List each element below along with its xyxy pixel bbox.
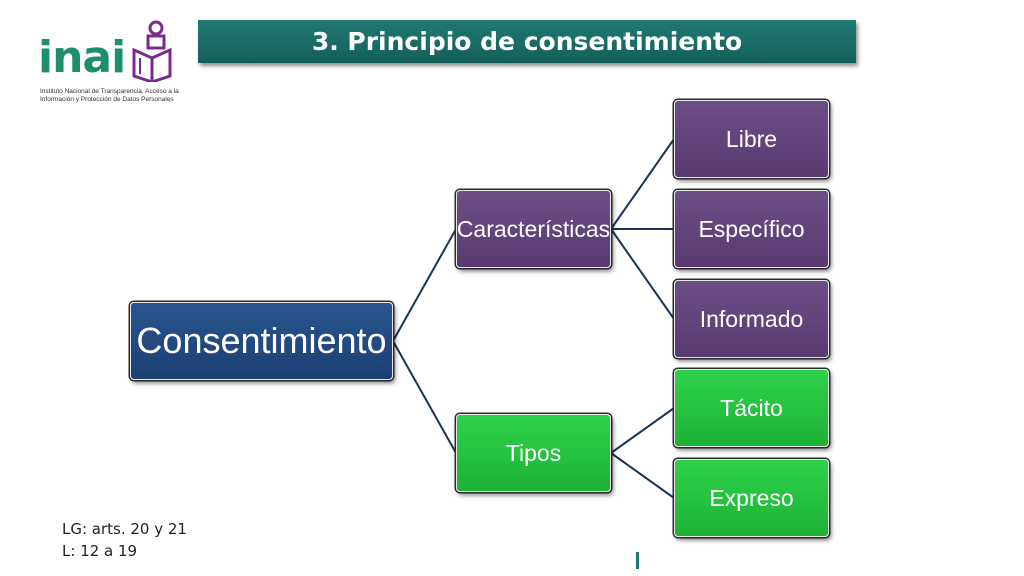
node-libre-label: Libre (725, 125, 778, 152)
node-tipos-label: Tipos (505, 439, 562, 466)
book-person-icon (132, 20, 172, 82)
page-title: 3. Principio de consentimiento (311, 27, 743, 56)
node-caracteristicas-label: Características (456, 215, 611, 242)
connector-root-tipos (392, 340, 457, 454)
connector-caracteristicas-libre (610, 138, 675, 230)
connector-tipos-tacito (610, 407, 675, 454)
legal-reference-l: L: 12 a 19 (62, 542, 138, 560)
connector-tipos-expreso (610, 452, 675, 499)
node-tacito: Tácito (674, 369, 829, 447)
node-informado: Informado (674, 280, 829, 358)
logo-wordmark: inai (38, 32, 126, 83)
connector-root-caracteristicas (392, 228, 457, 342)
legal-references: LG: arts. 20 y 21 L: 12 a 19 (62, 518, 187, 562)
node-informado-label: Informado (699, 305, 804, 332)
legal-reference-lg: LG: arts. 20 y 21 (62, 520, 187, 538)
node-tacito-label: Tácito (720, 394, 783, 421)
inai-logo: inai Instituto Nacional de Transparencia… (38, 20, 188, 110)
node-libre: Libre (674, 100, 829, 178)
title-bar: 3. Principio de consentimiento (198, 20, 856, 63)
connector-caracteristicas-informado (610, 228, 675, 320)
logo-caption-line1: Instituto Nacional de Transparencia, Acc… (40, 88, 179, 95)
node-expreso: Expreso (674, 459, 829, 537)
logo-caption-line2: Información y Protección de Datos Person… (40, 96, 174, 103)
node-caracteristicas: Características (456, 190, 611, 268)
node-especifico: Específico (674, 190, 829, 268)
node-especifico-label: Específico (698, 215, 805, 242)
node-tipos: Tipos (456, 414, 611, 492)
page-marker (636, 552, 639, 569)
node-expreso-label: Expreso (709, 484, 794, 511)
node-consentimiento: Consentimiento (130, 302, 393, 380)
logo-caption: Instituto Nacional de Transparencia, Acc… (40, 88, 190, 104)
node-consentimiento-label: Consentimiento (136, 320, 387, 361)
